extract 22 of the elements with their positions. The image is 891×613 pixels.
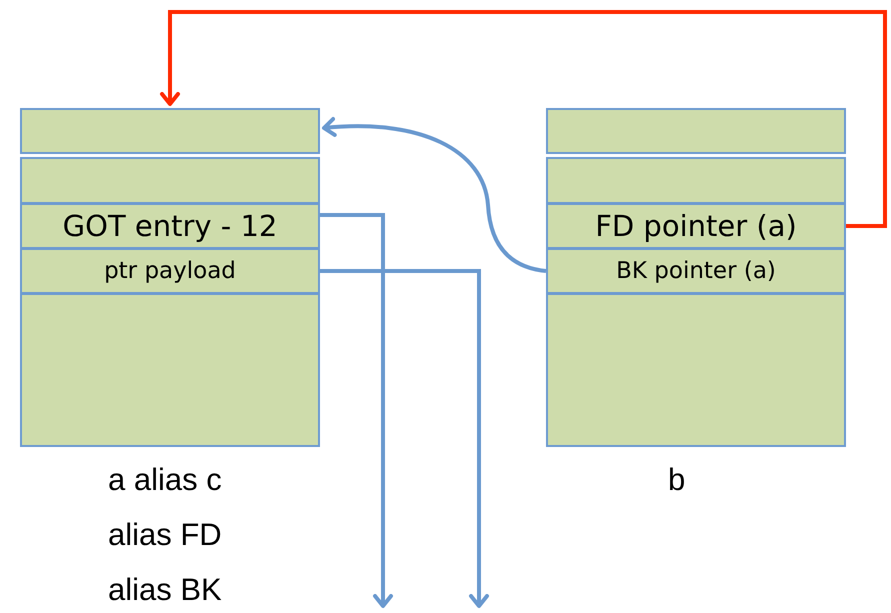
memory-row bbox=[20, 157, 320, 204]
chunk-label: alias BK bbox=[108, 572, 222, 608]
memory-row bbox=[546, 108, 846, 154]
arrow bbox=[322, 117, 546, 273]
row-text: FD pointer (a) bbox=[595, 209, 797, 243]
arrow bbox=[320, 269, 489, 608]
arrow bbox=[320, 213, 393, 608]
row-text: ptr payload bbox=[104, 258, 236, 284]
memory-row bbox=[20, 203, 320, 249]
chunk-label: a alias c bbox=[108, 462, 222, 498]
memory-row bbox=[546, 203, 846, 249]
memory-row bbox=[20, 108, 320, 154]
memory-row bbox=[20, 293, 320, 447]
arrow bbox=[160, 10, 887, 228]
row-text: GOT entry - 12 bbox=[62, 209, 278, 243]
memory-row bbox=[20, 248, 320, 294]
memory-row bbox=[546, 293, 846, 447]
chunk-label: alias FD bbox=[108, 517, 222, 553]
memory-row bbox=[546, 248, 846, 294]
row-text: BK pointer (a) bbox=[616, 258, 776, 284]
chunk-label: b bbox=[668, 462, 686, 498]
memory-row bbox=[546, 157, 846, 204]
